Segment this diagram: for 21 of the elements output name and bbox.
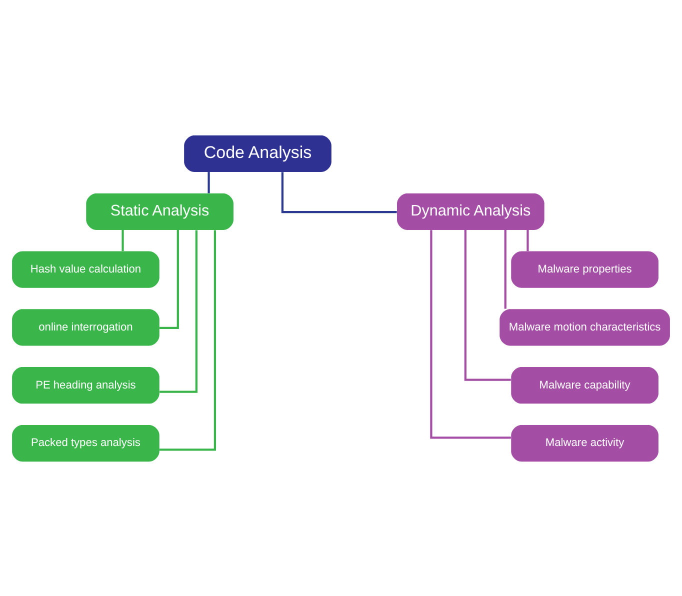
node-box: Code Analysis	[184, 134, 332, 172]
connector	[526, 229, 529, 251]
node-box: Malware properties	[511, 250, 658, 288]
connector	[208, 172, 210, 193]
node-box: online interrogation	[12, 308, 160, 346]
connector	[281, 172, 397, 213]
connector	[464, 229, 511, 380]
connector	[430, 230, 511, 438]
connector	[159, 230, 216, 450]
node-box: Malware motion characteristics	[500, 308, 670, 346]
node-box: Hash value calculation	[12, 250, 160, 288]
node-box: Malware activity	[511, 424, 658, 462]
node-box: Static Analysis	[86, 192, 234, 230]
node-box: Packed types analysis	[12, 424, 160, 462]
connector	[159, 230, 179, 328]
node-box: Dynamic Analysis	[397, 192, 544, 230]
connector	[122, 229, 124, 251]
connector	[160, 230, 198, 392]
node-box: Malware capability	[511, 366, 658, 404]
node-box: PE heading analysis	[12, 366, 160, 404]
connector	[504, 229, 506, 308]
